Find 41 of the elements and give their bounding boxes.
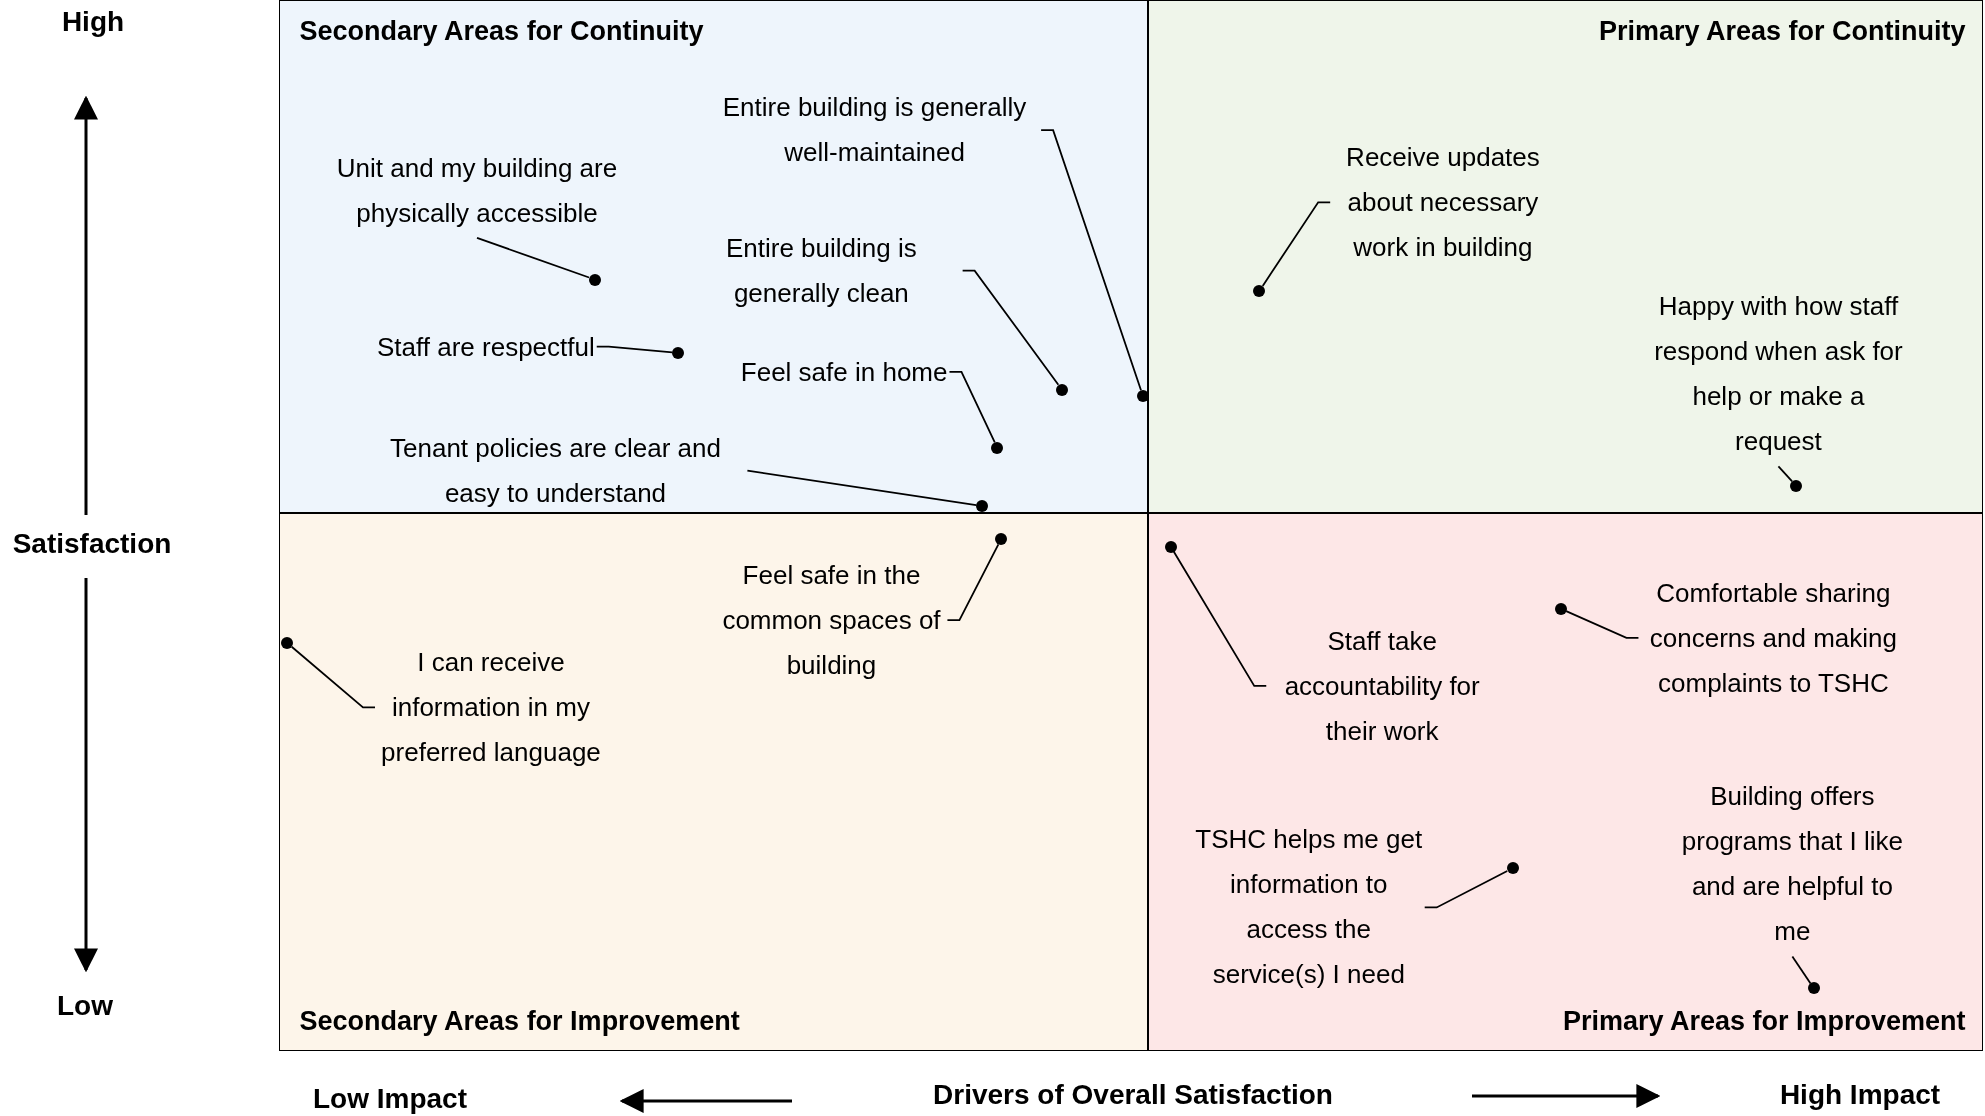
quadrant-panel [278,512,1149,1051]
leader-line [1791,955,1812,985]
item-label: Staff are respectful [377,324,595,370]
axis-label: High Impact [1779,1078,1941,1112]
leader-line [476,237,590,279]
quadrant-panel [1148,512,1983,1051]
leader-line [961,269,1060,386]
leader-line [746,469,978,507]
quadrant-panel [1148,0,1983,513]
item-label: Feel safe in the common spaces of building [717,552,946,688]
axis-label: Drivers of Overall Satisfaction [933,1078,1333,1112]
leader-line [1040,129,1142,392]
item-label: Staff take accountability for their work [1268,618,1497,754]
leader-line [1261,201,1332,287]
item-label: Entire building is generally clean [682,225,961,316]
item-label: TSHC helps me get information to access the service(s) I need [1194,817,1423,998]
item-label: I can receive information in my preferred language [377,639,605,775]
axis-label: Low Impact [313,1082,467,1116]
leader-line [948,371,996,444]
leader-line [1777,465,1793,483]
quadrant-heading: Secondary Areas for Improvement [299,1005,740,1039]
item-label: Building offers programs that I like and are helpful to me [1673,774,1912,955]
leader-line [595,345,674,354]
leader-line [290,645,376,709]
leader-line [1423,870,1509,909]
axis-label: Satisfaction [12,527,172,561]
axis-label: Low [57,989,113,1023]
item-label: Entire building is generally well-maintained [709,85,1040,176]
item-label: Comfortable sharing concerns and making complaints to TSHC [1640,570,1907,706]
leader-line [1565,610,1640,639]
quadrant-heading: Secondary Areas for Continuity [299,15,704,48]
item-label: Unit and my building are physically accessible [328,145,626,236]
quadrant-panel [278,0,1149,513]
item-label: Receive updates about necessary work in building [1332,134,1554,270]
axis-label: High [61,5,125,39]
quadrant-heading: Primary Areas for Continuity [1598,15,1966,48]
item-label: Feel safe in home [740,349,948,395]
quadrant-heading: Primary Areas for Improvement [1562,1005,1966,1039]
item-label: Happy with how staff respond when ask for help or make a request [1645,284,1912,465]
item-label: Tenant policies are clear and easy to understand [365,425,746,516]
leader-line [946,543,1000,621]
